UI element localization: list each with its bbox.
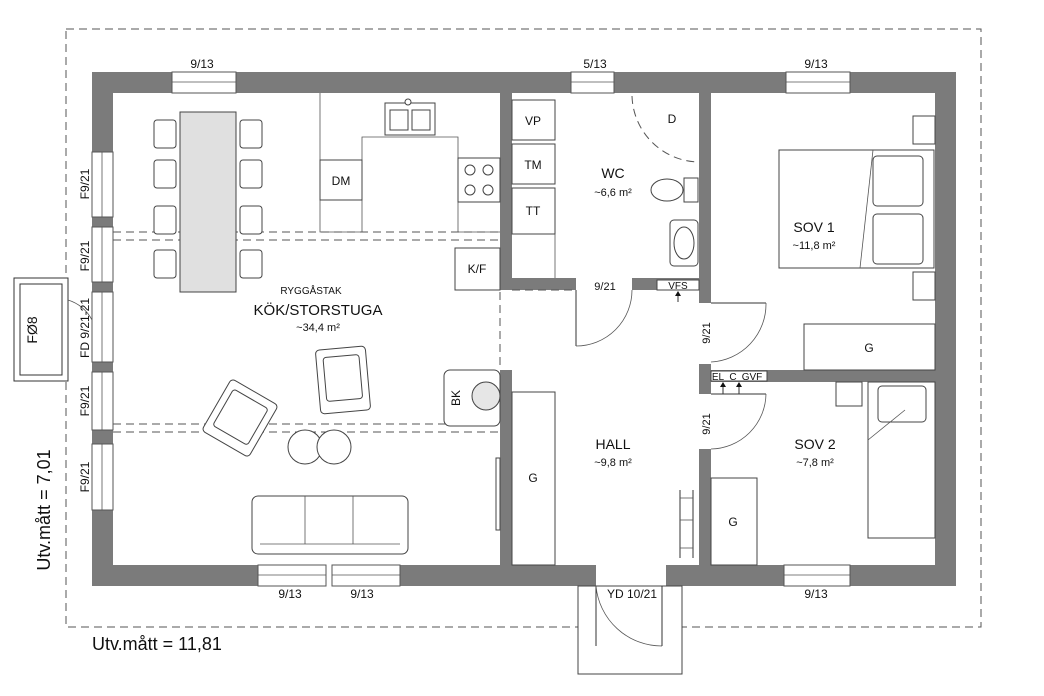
hall-area: ~9,8 m² xyxy=(594,457,632,469)
outer-boundary xyxy=(65,28,982,628)
kf-label: K/F xyxy=(468,262,487,276)
door-swings xyxy=(575,289,767,675)
roof-lines xyxy=(113,231,576,433)
wc-furniture: VP TM TT D VFS xyxy=(511,95,700,302)
window-left-2-label: F9/21 xyxy=(78,240,92,271)
dining-table xyxy=(179,111,237,293)
kitchen-area: ~34,4 m² xyxy=(296,322,340,334)
window-top-right-label: 9/13 xyxy=(804,57,828,71)
wc-name: WC xyxy=(601,165,624,181)
vfs-label: VFS xyxy=(668,281,688,292)
hall-furniture: G xyxy=(511,391,694,566)
window-left-1-label: F9/21 xyxy=(78,168,92,199)
window-left-door-label: FD 9/21-21 xyxy=(78,298,92,358)
door-sov1-label: 9/21 xyxy=(701,322,713,343)
walls xyxy=(92,72,956,586)
window-left-3-label: F9/21 xyxy=(78,385,92,416)
utility-boxes: EL C GVF xyxy=(710,370,768,394)
window-bottom-left1-label: 9/13 xyxy=(278,587,302,601)
c-label: C xyxy=(729,372,736,383)
kitchen-furniture: DM K/F xyxy=(153,93,501,555)
g-sov1-label: G xyxy=(864,341,873,355)
vp-label: VP xyxy=(525,114,541,128)
coffee-table-2 xyxy=(316,429,352,465)
tm-label: TM xyxy=(524,158,541,172)
hall-name: HALL xyxy=(595,436,630,452)
sov2-area: ~7,8 m² xyxy=(796,457,834,469)
outer-width-label: Utv.mått = 11,81 xyxy=(92,634,222,654)
g-sov2-label: G xyxy=(728,515,737,529)
armchair-2 xyxy=(202,379,278,457)
sink xyxy=(384,98,436,136)
window-top-mid-label: 5/13 xyxy=(583,57,607,71)
toilet xyxy=(650,177,699,203)
door-sov2-label: 9/21 xyxy=(701,413,713,434)
kitchen-name: KÖK/STORSTUGA xyxy=(254,301,383,319)
tt-label: TT xyxy=(526,204,541,218)
stove xyxy=(457,157,501,203)
sov1-area: ~11,8 m² xyxy=(793,240,836,252)
opening-labels: 9/13 5/13 9/13 9/13 9/13 9/13 F9/21 F9/2… xyxy=(78,57,828,601)
window-left-4-label: F9/21 xyxy=(78,461,92,492)
fridge-freezer xyxy=(454,247,501,291)
door-wc-label: 9/21 xyxy=(594,281,615,293)
armchair-1 xyxy=(315,345,371,415)
wash-basin xyxy=(669,219,699,267)
window-bottom-left2-label: 9/13 xyxy=(350,587,374,601)
wardrobe-sov1 xyxy=(803,323,936,371)
chimney-label: FØ8 xyxy=(24,316,40,343)
windows xyxy=(91,71,851,587)
kitchen-note: RYGGÅSTAK xyxy=(280,284,342,297)
window-bottom-right-label: 9/13 xyxy=(804,587,828,601)
dishwasher xyxy=(319,159,363,201)
bk-label: BK xyxy=(449,390,463,406)
wardrobe-hall xyxy=(511,391,556,566)
g-hall-label: G xyxy=(528,471,537,485)
wc-area: ~6,6 m² xyxy=(594,187,632,199)
dm-label: DM xyxy=(332,174,351,188)
sov2-name: SOV 2 xyxy=(794,436,835,452)
sov1-name: SOV 1 xyxy=(793,219,834,235)
dining-chairs xyxy=(153,119,263,279)
sofa xyxy=(251,495,409,555)
sov1-furniture: G xyxy=(778,115,936,371)
room-labels: RYGGÅSTAK KÖK/STORSTUGA ~34,4 m² WC ~6,6… xyxy=(254,165,836,469)
gvf-label: GVF xyxy=(742,372,763,383)
chimney: FØ8 xyxy=(13,277,93,382)
wardrobe-sov2 xyxy=(710,477,758,566)
coat-rack xyxy=(679,490,694,558)
outer-height-label: Utv.mått = 7,01 xyxy=(34,449,54,570)
door-entry-label: YD 10/21 xyxy=(607,587,657,601)
sov2-furniture: G xyxy=(710,381,936,566)
el-label: EL xyxy=(712,372,725,383)
d-label: D xyxy=(668,112,677,126)
window-top-left-label: 9/13 xyxy=(190,57,214,71)
wood-stove: BK xyxy=(443,369,501,427)
